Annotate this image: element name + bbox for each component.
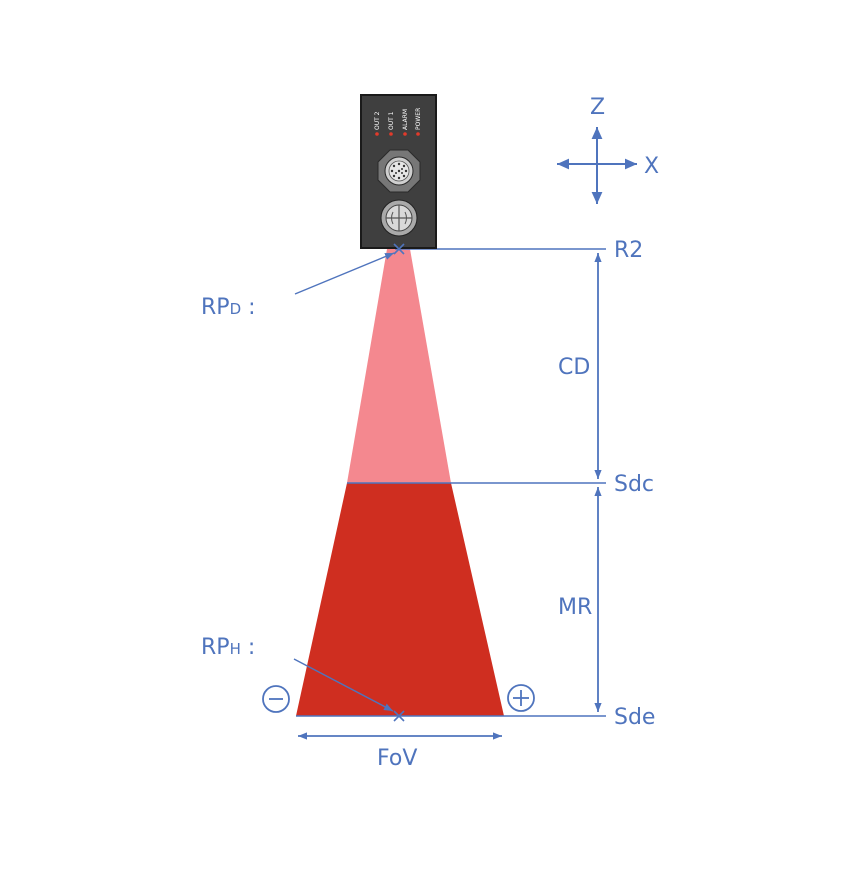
led-label-power: POWER bbox=[415, 108, 422, 130]
led-label-out1: OUT 1 bbox=[388, 111, 395, 130]
axis-cross-icon bbox=[557, 127, 637, 204]
led-label-out2: OUT 2 bbox=[374, 111, 381, 130]
dead-zone-beam bbox=[347, 249, 451, 483]
sde-label: Sde bbox=[614, 705, 655, 730]
rpd-label-subscript: D bbox=[230, 300, 242, 318]
status-leds: OUT 2 OUT 1 ALARM POWER bbox=[374, 108, 422, 136]
axis-z-label: Z bbox=[590, 95, 605, 120]
rpd-label-colon: : bbox=[241, 295, 255, 320]
rph-label: RPH : bbox=[201, 635, 255, 660]
sdc-label: Sdc bbox=[614, 472, 654, 497]
mr-label: MR bbox=[558, 595, 592, 620]
rph-pointer-arrow bbox=[293, 658, 394, 712]
r2-label: R2 bbox=[614, 238, 643, 263]
axis-x-label: X bbox=[644, 154, 659, 179]
connector-icon bbox=[377, 149, 421, 193]
rpd-label-main: RP bbox=[201, 295, 230, 320]
rpd-cross-marker bbox=[393, 243, 405, 255]
rph-label-subscript: H bbox=[230, 640, 241, 658]
rpd-label: RPD : bbox=[201, 295, 256, 320]
cd-label: CD bbox=[558, 355, 590, 380]
led-label-alarm: ALARM bbox=[402, 109, 409, 130]
minus-direction-icon bbox=[262, 685, 290, 713]
lens-window-icon bbox=[380, 199, 418, 237]
sensor-device: OUT 2 OUT 1 ALARM POWER bbox=[360, 94, 437, 249]
rph-label-colon: : bbox=[241, 635, 255, 660]
rpd-pointer-arrow bbox=[294, 252, 395, 295]
fov-label: FoV bbox=[377, 746, 417, 771]
rph-cross-marker bbox=[393, 710, 405, 722]
rph-label-main: RP bbox=[201, 635, 230, 660]
plus-direction-icon bbox=[507, 684, 535, 712]
measuring-range-beam bbox=[296, 483, 504, 716]
